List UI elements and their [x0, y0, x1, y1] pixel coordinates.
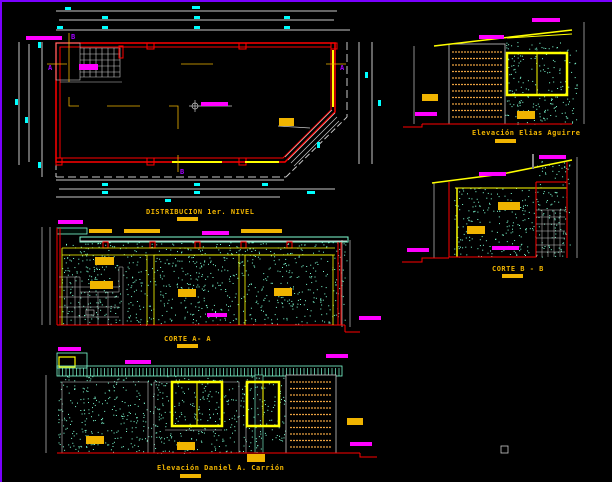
section-a-title: CORTE A- A	[164, 335, 211, 343]
svg-text:A: A	[340, 64, 345, 72]
plan-title: DISTRIBUCION 1er. NIVEL	[146, 208, 254, 216]
elevation-aguirre-title: Elevación Elias Aguirre	[472, 129, 580, 137]
roof-tiles	[56, 365, 343, 377]
stair-steps	[290, 381, 332, 448]
svg-text:B: B	[180, 168, 185, 176]
svg-text:B: B	[71, 33, 76, 41]
section-b-b: CORTE B - B	[402, 154, 578, 278]
elevation-carrion: Elevación Daniel A. Carrión	[45, 347, 377, 478]
elevation-carrion-title: Elevación Daniel A. Carrión	[157, 464, 284, 472]
section-b-title: CORTE B - B	[492, 265, 544, 273]
concrete-hatch	[535, 157, 571, 258]
section-a-a: CORTE A- A	[41, 220, 381, 348]
stair-steps	[452, 51, 502, 118]
ucs-marker	[500, 445, 509, 454]
elevation-aguirre: Elevación Elias Aguirre	[403, 18, 585, 143]
svg-text:A: A	[48, 64, 53, 72]
concrete-hatch	[454, 187, 535, 258]
floor-plan: A A B B DISTRIBUCION 1er. NIVEL	[15, 6, 381, 221]
